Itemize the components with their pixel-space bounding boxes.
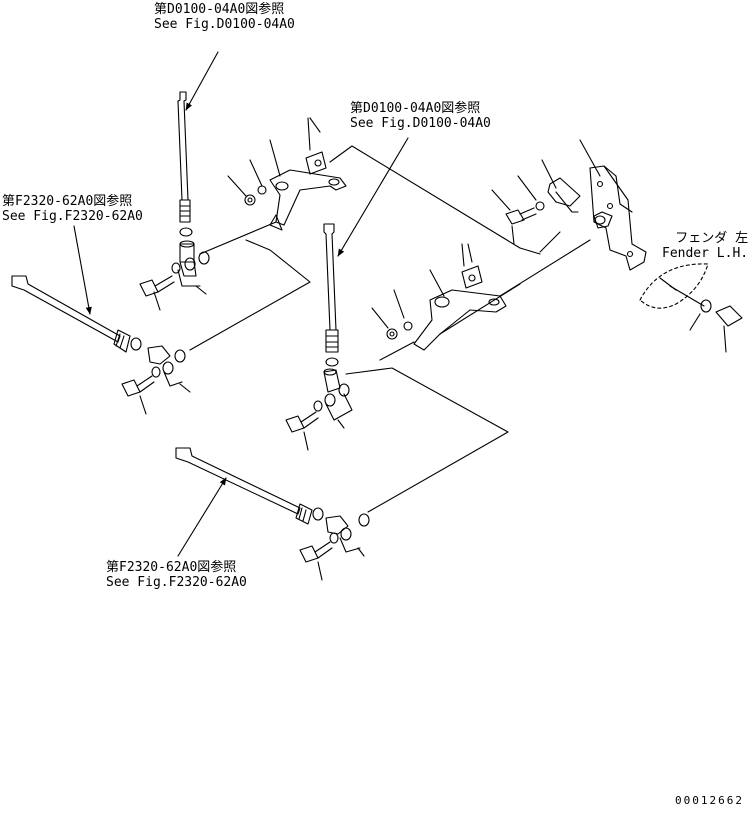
- ref-label-top-center: 第D0100-04A0図参照 See Fig.D0100-04A0: [154, 2, 295, 32]
- fender-label: フェンダ 左 Fender L.H.: [662, 231, 748, 261]
- ref-label-jp: 第D0100-04A0図参照: [350, 101, 481, 116]
- ref-label-en: See Fig.D0100-04A0: [350, 116, 491, 131]
- center-clevis-bolt: [285, 383, 353, 451]
- ref-label-en: See Fig.D0100-04A0: [154, 17, 295, 32]
- leader-arrow: [185, 51, 219, 111]
- upper-vertical-rod: [177, 91, 197, 277]
- leader-arrow: [73, 225, 92, 315]
- ref-label-jp: 第F2320-62A0図参照: [106, 560, 237, 575]
- upper-clevis-bolt: [139, 251, 210, 311]
- ref-label-mid-center: 第D0100-04A0図参照 See Fig.D0100-04A0: [350, 101, 491, 131]
- ref-label-en: See Fig.F2320-62A0: [106, 575, 247, 590]
- ref-label-bottom: 第F2320-62A0図参照 See Fig.F2320-62A0: [106, 560, 247, 590]
- outline-line: [345, 367, 509, 513]
- upper-lever-assembly: [199, 117, 347, 255]
- drawing-number: 00012662: [675, 794, 744, 807]
- fender-bolt: [639, 263, 743, 353]
- center-lever-assembly: [371, 239, 591, 361]
- fender-label-en: Fender L.H.: [662, 246, 749, 261]
- right-bracket-assembly: [491, 139, 647, 271]
- outline-line: [329, 145, 521, 249]
- ref-label-jp: 第D0100-04A0図参照: [154, 2, 285, 17]
- lower-clevis-bolt: [299, 527, 365, 581]
- center-vertical-rod: [323, 223, 341, 393]
- fender-label-jp: フェンダ 左: [675, 231, 749, 246]
- ref-label-jp: 第F2320-62A0図参照: [2, 194, 133, 209]
- left-horizontal-rod: [11, 275, 186, 365]
- lower-horizontal-rod: [175, 447, 370, 535]
- leader-arrow: [337, 137, 409, 257]
- outline-line: [189, 239, 311, 351]
- ref-label-left: 第F2320-62A0図参照 See Fig.F2320-62A0: [2, 194, 143, 224]
- leader-arrow: [177, 477, 227, 557]
- left-clevis-bolt: [121, 361, 191, 415]
- ref-label-en: See Fig.F2320-62A0: [2, 209, 143, 224]
